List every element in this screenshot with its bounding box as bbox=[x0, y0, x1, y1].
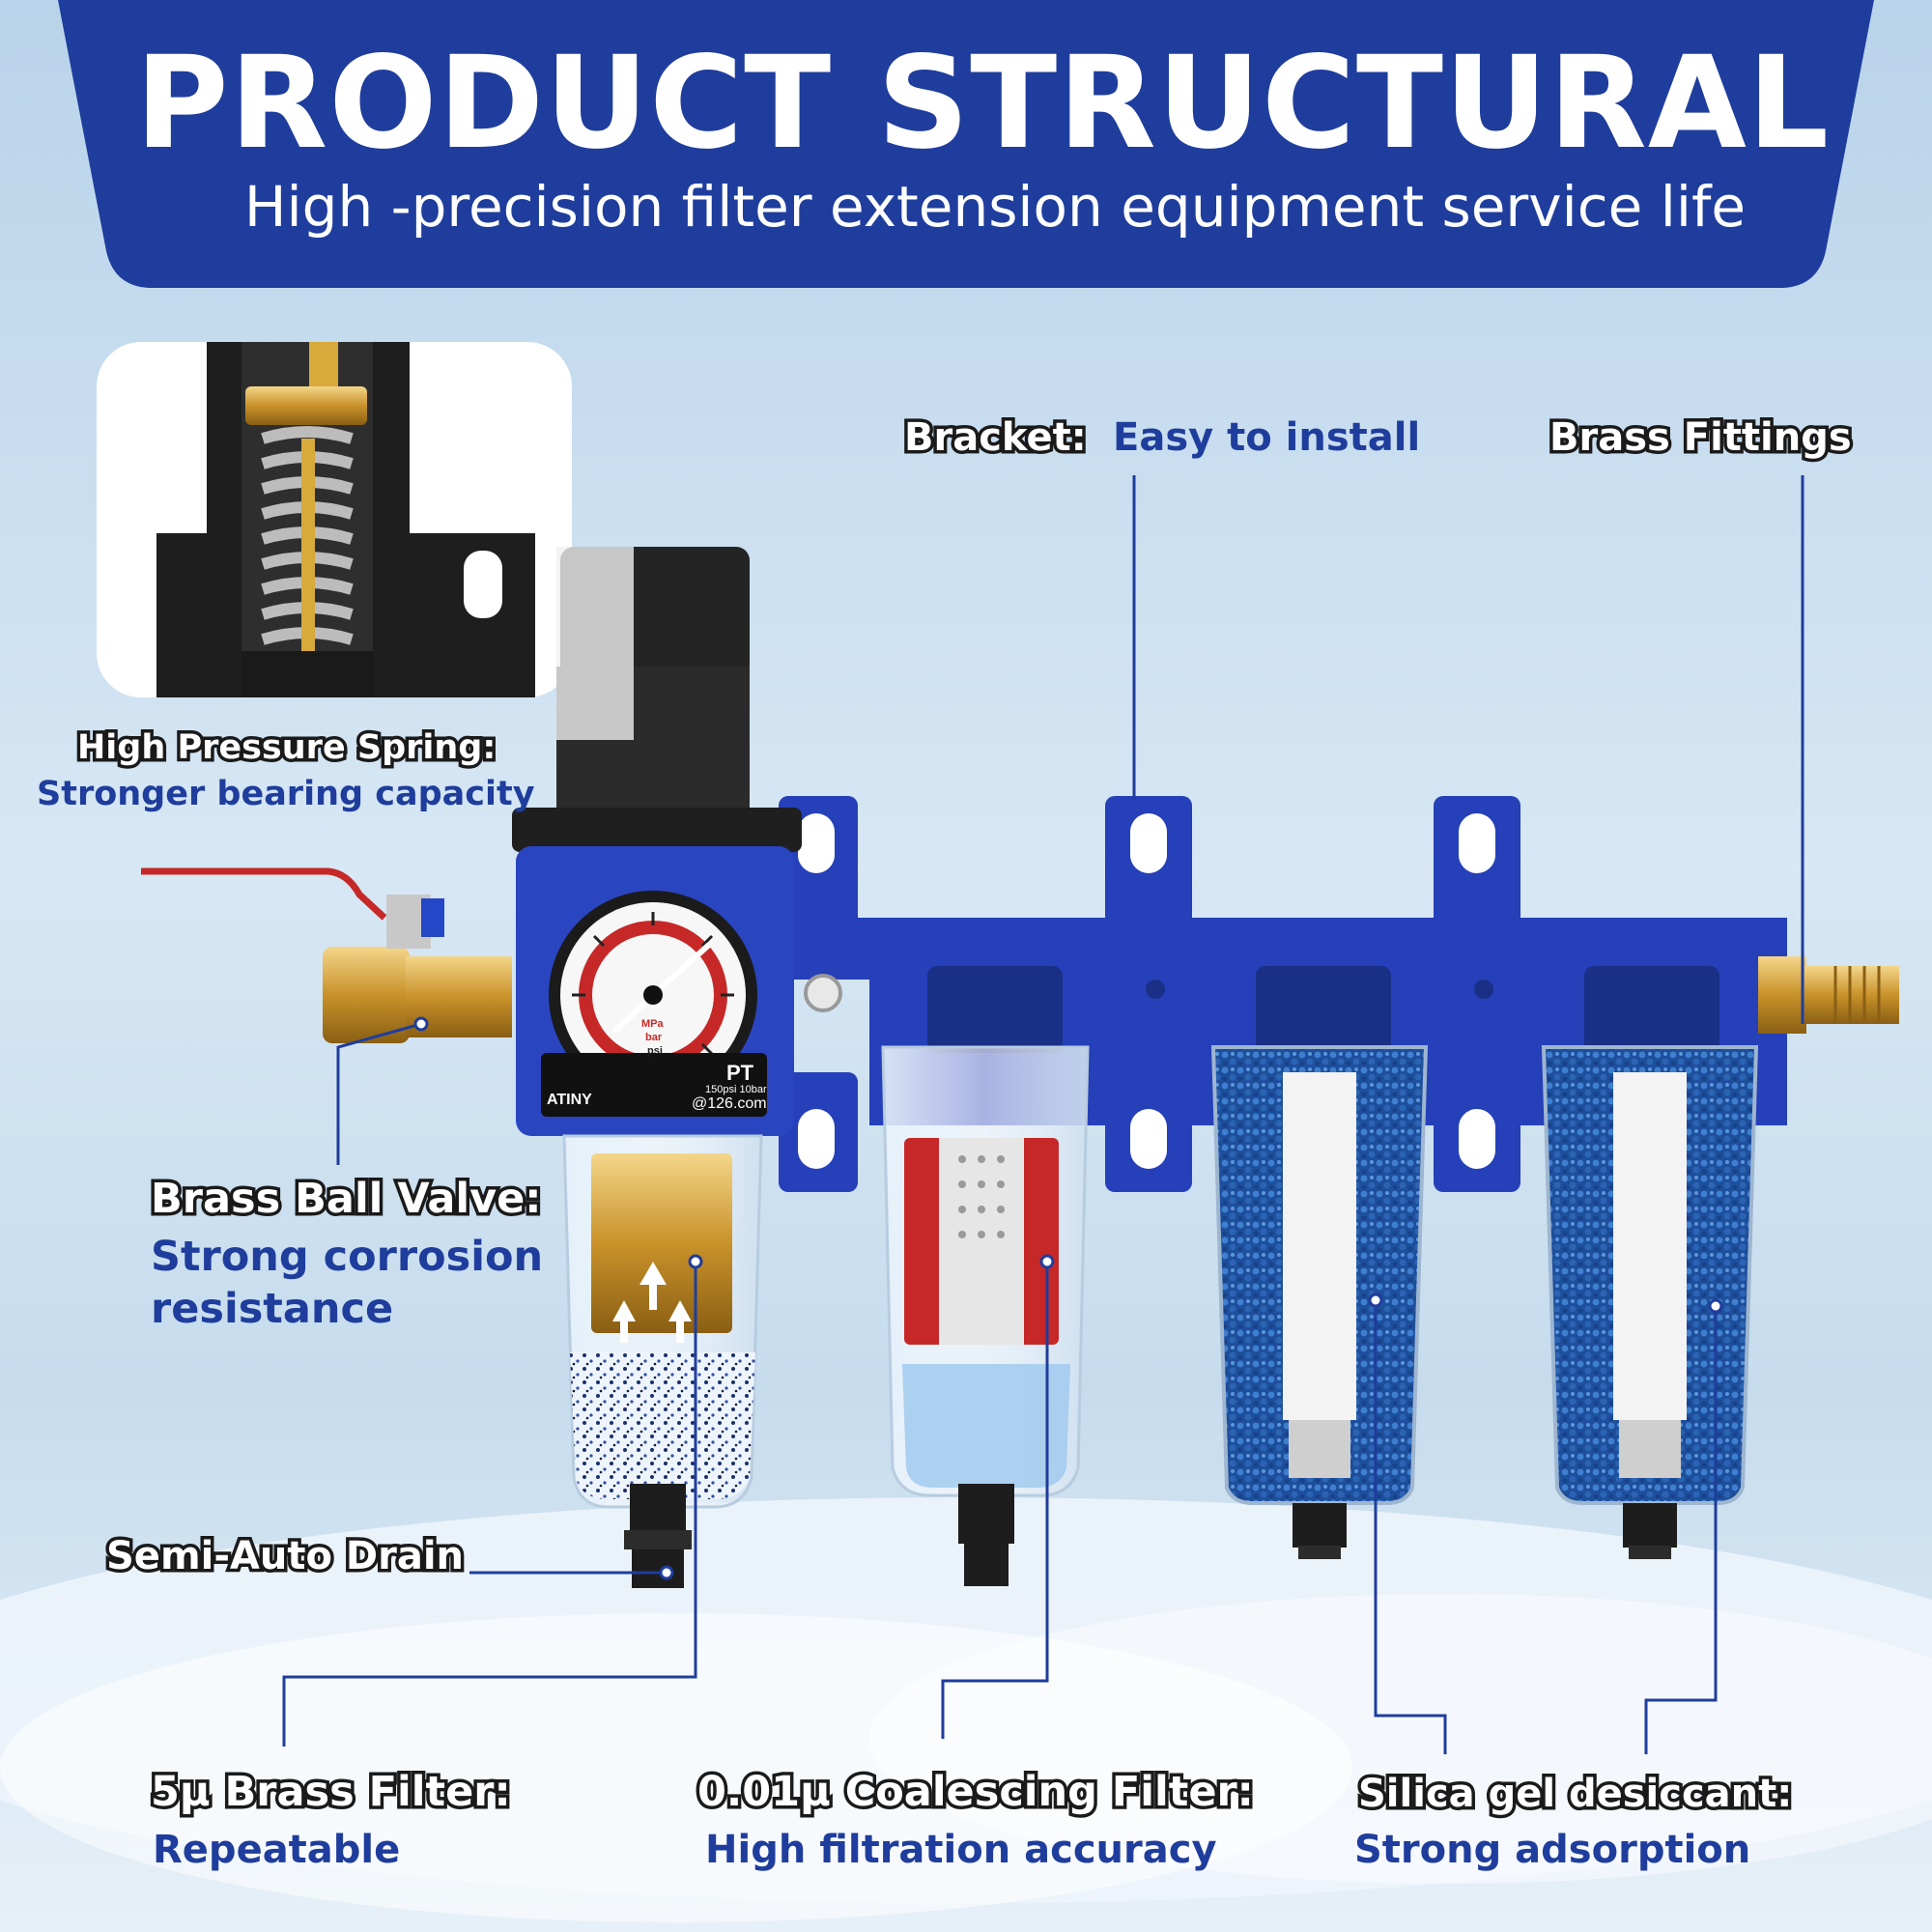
gauge-spec-text: 150psi 10bar bbox=[705, 1084, 767, 1095]
spring-callout-desc: Stronger bearing capacity bbox=[37, 775, 535, 813]
brass-fittings-callout-title: Brass Fittings bbox=[1547, 412, 1856, 464]
ball-valve-callout-desc-line2: resistance bbox=[151, 1285, 394, 1333]
gauge-npt-text: PT bbox=[726, 1061, 754, 1085]
page-subtitle: High -precision filter extension equipme… bbox=[243, 174, 1747, 240]
coalescing-callout-desc: High filtration accuracy bbox=[705, 1828, 1217, 1872]
brass-filter-callout-title: 5μ Brass Filter: bbox=[148, 1765, 515, 1820]
coalescing-callout-title: 0.01μ Coalescing Filter: bbox=[695, 1765, 1258, 1820]
brass-filter-callout-desc: Repeatable bbox=[153, 1828, 401, 1872]
ball-valve-callout-title: Brass Ball Valve: bbox=[147, 1172, 544, 1227]
silica-callout-title: Silica gel desiccant: bbox=[1354, 1769, 1795, 1820]
silica-callout-desc: Strong adsorption bbox=[1354, 1828, 1751, 1872]
page-title: PRODUCT STRUCTURAL bbox=[134, 29, 1831, 178]
bracket-callout-desc: Easy to install bbox=[1113, 415, 1421, 460]
gauge-brand-text: ATINY bbox=[547, 1092, 592, 1108]
gauge-unit-psi: psi bbox=[647, 1045, 663, 1057]
gauge-unit-mpa: MPa bbox=[641, 1018, 664, 1030]
ball-valve-callout-desc-line1: Strong corrosion bbox=[151, 1233, 544, 1281]
bracket-callout-title: Bracket: bbox=[901, 412, 1091, 464]
gauge-unit-bar: bar bbox=[645, 1032, 663, 1043]
gauge-email-text: @126.com bbox=[692, 1095, 767, 1112]
drain-callout-title: Semi-Auto Drain bbox=[103, 1531, 468, 1582]
spring-callout-title: High Pressure Spring: bbox=[73, 725, 498, 771]
